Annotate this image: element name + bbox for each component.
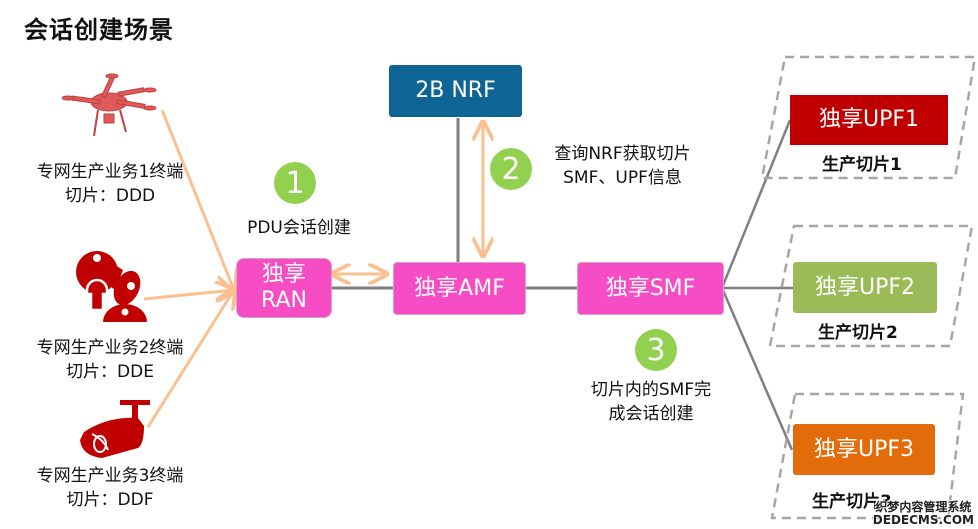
amf-node[interactable]: 独享AMF xyxy=(393,262,526,315)
watermark-line-1: 织梦内容管理系统 xyxy=(875,500,972,514)
page-title: 会话创建场景 xyxy=(24,16,174,44)
terminal-3-slice: 切片：DDF xyxy=(66,490,154,510)
ran-node[interactable]: 独享 RAN xyxy=(236,258,332,318)
step-2-note: 查询NRF获取切片 SMF、UPF信息 xyxy=(530,142,715,190)
slice-2-label: 生产切片2 xyxy=(818,323,898,343)
slice-frame-3 xyxy=(770,392,965,520)
upf1-node-label: 独享UPF1 xyxy=(818,107,920,132)
step-1-note: PDU会话创建 xyxy=(224,216,374,240)
step-2-text-2: SMF、UPF信息 xyxy=(563,168,682,188)
upf2-node[interactable]: 独享UPF2 xyxy=(793,262,937,313)
nrf-node[interactable]: 2B NRF xyxy=(389,65,522,117)
terminal-2-slice: 切片：DDE xyxy=(66,362,154,382)
terminal-1-name: 专网生产业务1终端 xyxy=(36,162,184,182)
step-2-text-1: 查询NRF获取切片 xyxy=(554,144,691,164)
ran-node-label-1: 独享 xyxy=(261,262,306,287)
watermark-line-2: DEDECMS.COM xyxy=(872,513,974,527)
step-3-text-1: 切片内的SMF完 xyxy=(590,380,712,400)
step-3-text-2: 成会话创建 xyxy=(608,404,694,424)
upf3-node[interactable]: 独享UPF3 xyxy=(793,424,935,475)
terminal-1-slice: 切片：DDD xyxy=(64,186,156,206)
terminal-3-label: 专网生产业务3终端 切片：DDF xyxy=(10,464,210,512)
ran-node-label-2: RAN xyxy=(261,288,307,313)
link-smf-upf1 xyxy=(720,119,792,289)
terminal-1-label: 专网生产业务1终端 切片：DDD xyxy=(10,160,210,208)
terminal-2-name: 专网生产业务2终端 xyxy=(36,338,184,358)
drone-icon xyxy=(62,73,157,137)
step-1-badge: 1 xyxy=(274,162,316,204)
smf-node-label: 独享SMF xyxy=(605,275,696,301)
step-3-badge: 3 xyxy=(635,329,677,371)
upf1-node[interactable]: 独享UPF1 xyxy=(790,95,948,145)
step-3-note: 切片内的SMF完 成会话创建 xyxy=(566,378,736,426)
link-smf-upf3 xyxy=(720,287,794,451)
terminal-3-name: 专网生产业务3终端 xyxy=(36,466,184,486)
watermark: 织梦内容管理系统 DEDECMS.COM xyxy=(873,501,974,527)
nrf-node-label: 2B NRF xyxy=(415,78,496,103)
terminal-2-label: 专网生产业务2终端 切片：DDE xyxy=(10,336,210,384)
step-1-text: PDU会话创建 xyxy=(247,218,351,238)
slice-1-label: 生产切片1 xyxy=(822,155,902,175)
upf2-node-label: 独享UPF2 xyxy=(814,274,916,300)
camera-icon xyxy=(80,400,150,458)
arrow-robot-to-ran xyxy=(143,290,234,299)
slice-frame-2 xyxy=(768,224,974,348)
amf-node-label: 独享AMF xyxy=(414,275,505,301)
smf-node[interactable]: 独享SMF xyxy=(577,262,724,315)
slice-3-label: 生产切片3 xyxy=(812,492,892,512)
slice-frame-1 xyxy=(760,55,977,180)
arrow-drone-to-ran xyxy=(160,109,234,290)
upf3-node-label: 独享UPF3 xyxy=(813,436,915,462)
arrow-camera-to-ran xyxy=(146,290,234,428)
step-2-badge: 2 xyxy=(490,148,532,190)
robot-arm-icon xyxy=(76,251,147,322)
